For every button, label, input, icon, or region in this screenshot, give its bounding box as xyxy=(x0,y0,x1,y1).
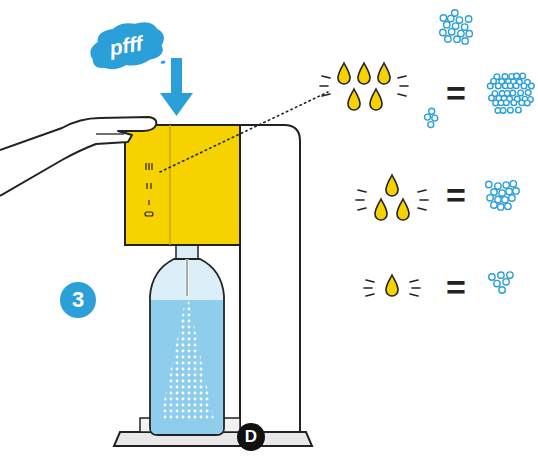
bubble xyxy=(513,83,519,89)
bubble xyxy=(505,203,511,209)
equals-sign: = xyxy=(446,76,466,110)
bubble xyxy=(514,73,520,79)
sound-bubble: pfff xyxy=(82,15,169,76)
bubble xyxy=(513,188,519,194)
bubble xyxy=(503,182,509,188)
bubble xyxy=(487,83,493,89)
hand xyxy=(0,117,156,196)
bottle xyxy=(150,245,224,435)
bubble xyxy=(465,16,471,22)
bubble xyxy=(499,287,505,293)
bubble xyxy=(504,100,510,106)
bubble xyxy=(445,36,451,42)
part-letter-text: D xyxy=(245,427,257,447)
level-marks xyxy=(145,163,153,216)
bubble xyxy=(462,38,468,44)
bubble xyxy=(525,100,531,106)
bubble xyxy=(498,204,504,210)
bubble xyxy=(494,280,500,286)
bubble xyxy=(525,90,531,96)
bubble xyxy=(489,274,495,280)
bubble xyxy=(448,15,454,21)
bubble xyxy=(486,181,492,187)
bubble xyxy=(509,195,515,201)
part-letter: D xyxy=(237,423,265,451)
bubble xyxy=(487,195,493,201)
bubbles xyxy=(425,10,535,293)
bubble xyxy=(506,188,512,194)
bubble xyxy=(519,100,525,106)
bubble xyxy=(428,122,434,128)
equals-sign: = xyxy=(446,270,466,304)
bubble xyxy=(502,197,508,203)
bubble xyxy=(520,73,526,79)
step-number: 3 xyxy=(60,282,96,318)
bubble xyxy=(496,83,502,89)
bubble xyxy=(508,83,514,89)
bubble xyxy=(507,272,513,278)
carbonation-button xyxy=(125,125,240,245)
bubble xyxy=(498,272,504,278)
bubble xyxy=(500,108,506,114)
bubble xyxy=(491,189,497,195)
bubble xyxy=(510,181,516,187)
bubble xyxy=(503,279,509,285)
bubble xyxy=(456,17,462,23)
step-number-text: 3 xyxy=(72,287,84,313)
bubble xyxy=(454,36,460,42)
bubble xyxy=(432,115,438,121)
bubble xyxy=(529,83,535,89)
bubble xyxy=(491,202,497,208)
bubble xyxy=(466,31,472,37)
equals-sign: = xyxy=(446,178,466,212)
bubble xyxy=(495,183,501,189)
bubble xyxy=(440,29,446,35)
bubble xyxy=(508,107,514,113)
bubble xyxy=(521,83,527,89)
bubble xyxy=(518,90,524,96)
press-arrow xyxy=(160,58,193,116)
leader-line xyxy=(160,92,328,172)
bubble xyxy=(449,29,455,35)
bubble xyxy=(510,90,516,96)
bubble xyxy=(429,108,435,114)
bubble xyxy=(516,107,522,113)
bubble xyxy=(462,24,468,30)
bubble xyxy=(440,15,446,21)
bubble xyxy=(511,100,517,106)
bubble xyxy=(499,190,505,196)
bubble xyxy=(489,95,495,101)
bubble xyxy=(444,22,450,28)
bubble xyxy=(425,114,431,120)
drop-levels xyxy=(320,63,428,296)
